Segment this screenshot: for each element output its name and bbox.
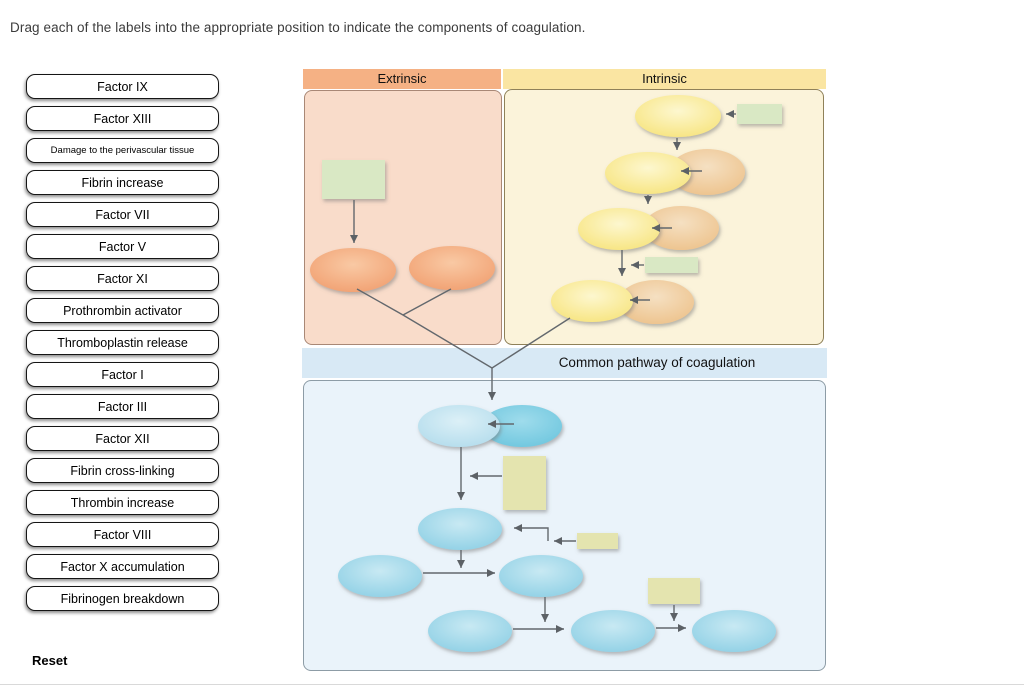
label-fibrinogen-breakdown[interactable]: Fibrinogen breakdown [26, 586, 219, 611]
extrinsic-drop-ellipse-2[interactable] [409, 246, 495, 290]
reset-button[interactable]: Reset [32, 653, 68, 668]
bottom-divider [0, 684, 1024, 685]
label-fibrin-cross-linking[interactable]: Fibrin cross-linking [26, 458, 219, 483]
label-factor-xiii[interactable]: Factor XIII [26, 106, 219, 131]
intrinsic-drop-box-2[interactable] [645, 257, 698, 273]
intrinsic-drop-ellipse-3b[interactable] [643, 206, 719, 250]
label-factor-v[interactable]: Factor V [26, 234, 219, 259]
intrinsic-drop-ellipse-1[interactable] [635, 95, 721, 137]
extrinsic-header-label: Extrinsic [377, 71, 427, 86]
label-factor-ix[interactable]: Factor IX [26, 74, 219, 99]
label-factor-vii[interactable]: Factor VII [26, 202, 219, 227]
common-drop-box-1[interactable] [503, 456, 546, 510]
common-drop-ellipse-4l[interactable] [428, 610, 512, 652]
label-thromboplastin-release[interactable]: Thromboplastin release [26, 330, 219, 355]
common-drop-ellipse-3l[interactable] [338, 555, 422, 597]
intrinsic-header-label: Intrinsic [642, 71, 687, 86]
common-pathway-header-label: Common pathway of coagulation [558, 355, 756, 370]
label-damage-perivascular-tissue[interactable]: Damage to the perivascular tissue [26, 138, 219, 163]
extrinsic-drop-box[interactable] [322, 160, 385, 199]
common-pathway-header-band: Common pathway of coagulation [302, 348, 827, 378]
intrinsic-drop-ellipse-3[interactable] [578, 208, 660, 250]
label-factor-i[interactable]: Factor I [26, 362, 219, 387]
connector-extrinsic-left [356, 288, 493, 369]
intrinsic-drop-ellipse-2b[interactable] [669, 149, 745, 195]
common-drop-ellipse-4m[interactable] [571, 610, 655, 652]
extrinsic-panel [304, 90, 502, 345]
label-factor-viii[interactable]: Factor VIII [26, 522, 219, 547]
common-drop-ellipse-3m[interactable] [499, 555, 583, 597]
extrinsic-drop-ellipse-1[interactable] [310, 248, 396, 292]
common-drop-box-3[interactable] [648, 578, 700, 604]
page-title: Drag each of the labels into the appropr… [10, 20, 586, 35]
label-prothrombin-activator[interactable]: Prothrombin activator [26, 298, 219, 323]
intrinsic-drop-box-1[interactable] [737, 104, 782, 124]
intrinsic-drop-ellipse-4[interactable] [551, 280, 633, 322]
common-drop-ellipse-1b[interactable] [482, 405, 562, 447]
common-drop-ellipse-2[interactable] [418, 508, 502, 550]
label-factor-x-accumulation[interactable]: Factor X accumulation [26, 554, 219, 579]
label-fibrin-increase[interactable]: Fibrin increase [26, 170, 219, 195]
label-thrombin-increase[interactable]: Thrombin increase [26, 490, 219, 515]
connector-common-box2-elbow [514, 524, 549, 541]
connector-extrinsic-right [402, 288, 452, 316]
common-drop-ellipse-4r[interactable] [692, 610, 776, 652]
extrinsic-header-band: Extrinsic [303, 69, 501, 89]
label-factor-xi[interactable]: Factor XI [26, 266, 219, 291]
common-drop-ellipse-1[interactable] [418, 405, 500, 447]
common-drop-box-2[interactable] [577, 533, 618, 549]
intrinsic-header-band: Intrinsic [503, 69, 826, 89]
intrinsic-drop-ellipse-4b[interactable] [618, 280, 694, 324]
label-factor-iii[interactable]: Factor III [26, 394, 219, 419]
label-factor-xii[interactable]: Factor XII [26, 426, 219, 451]
intrinsic-drop-ellipse-2[interactable] [605, 152, 691, 194]
connector-intrinsic-down [491, 317, 571, 369]
